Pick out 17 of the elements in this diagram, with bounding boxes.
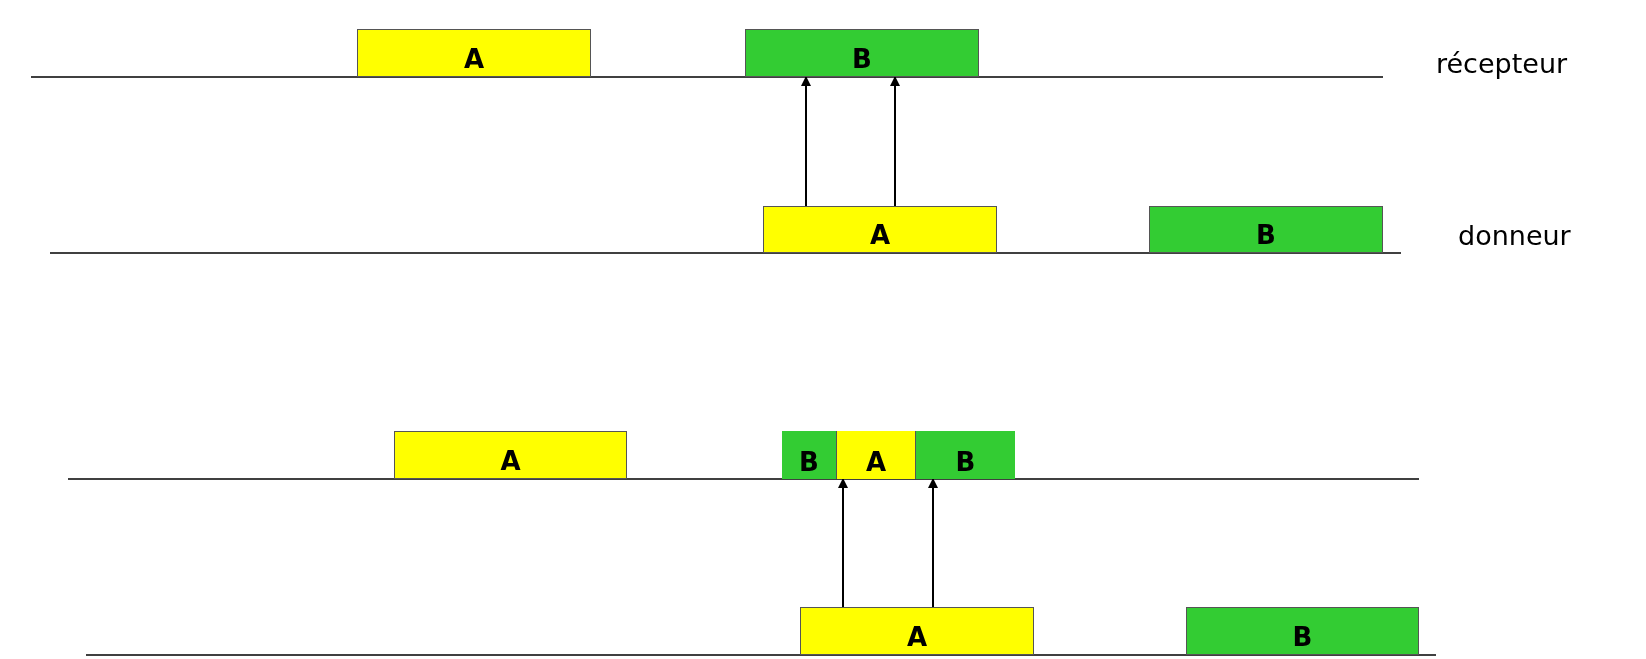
gene-box: A xyxy=(800,607,1034,655)
arrow xyxy=(890,76,900,207)
gene-box: A xyxy=(357,29,591,77)
gene-box: B xyxy=(915,431,1015,479)
gene-box: B xyxy=(1186,607,1419,655)
gene-box: A xyxy=(836,431,915,479)
gene-box: B xyxy=(1149,206,1383,253)
gene-box: B xyxy=(782,431,836,479)
arrow xyxy=(801,76,811,207)
gene-box: B xyxy=(745,29,979,77)
gene-box: A xyxy=(394,431,627,479)
arrow xyxy=(928,478,938,608)
chromosome-label: donneur xyxy=(1458,222,1571,249)
gene-box: A xyxy=(763,206,997,253)
chromosome-label: récepteur xyxy=(1436,50,1568,77)
gene-group-box xyxy=(782,431,1015,479)
arrow xyxy=(838,478,848,608)
